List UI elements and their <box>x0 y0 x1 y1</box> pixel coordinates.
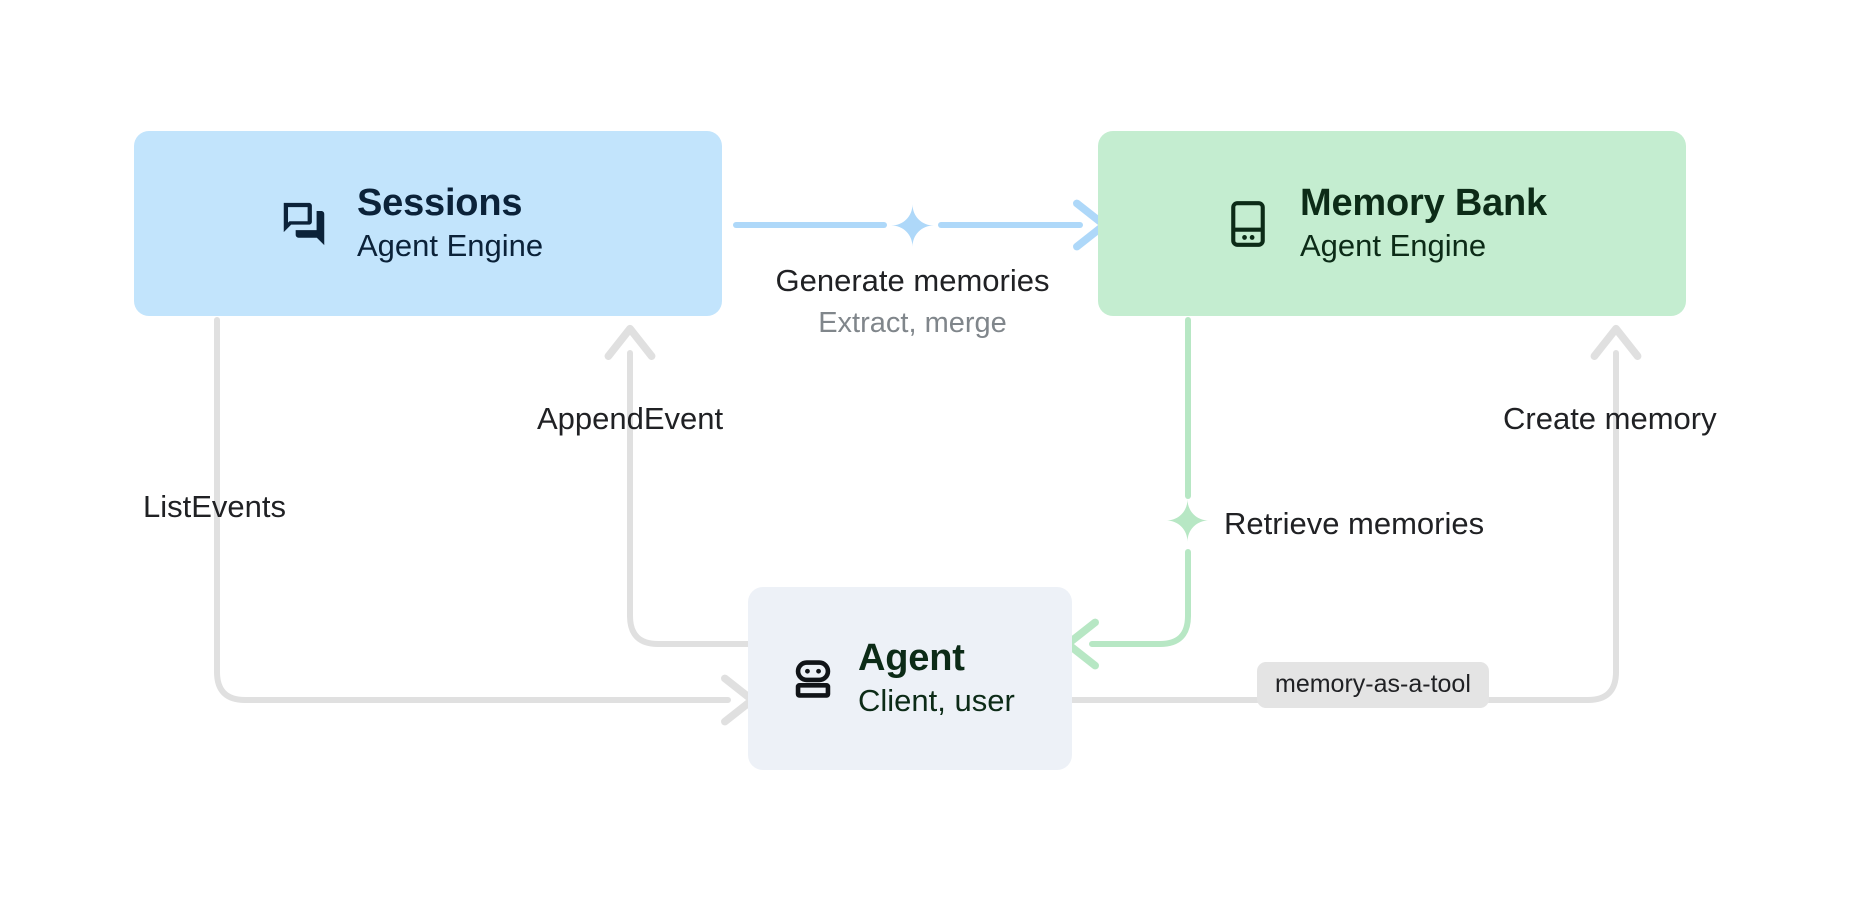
node-agent-title: Agent <box>858 636 965 679</box>
robot-icon <box>790 656 836 702</box>
edge-append-event <box>604 324 751 647</box>
node-memory-bank[interactable]: Memory Bank Agent Engine <box>1098 131 1686 316</box>
node-sessions-subtitle: Agent Engine <box>357 227 544 263</box>
edge-label-generate-memories: Generate memories Extract, merge <box>770 262 1055 341</box>
edge-label-generate-memories-sublabel: Extract, merge <box>818 306 1007 339</box>
edge-label-generate-memories-text: Generate memories <box>775 263 1050 298</box>
edge-list-events <box>214 317 757 726</box>
edge-retrieve-memories <box>1063 317 1191 670</box>
sparkle-icon-retrieve-memories <box>1165 498 1210 543</box>
edge-label-create-memory: Create memory <box>1503 401 1717 436</box>
node-agent[interactable]: Agent Client, user <box>748 587 1072 770</box>
node-agent-subtitle: Client, user <box>858 682 1015 718</box>
database-icon <box>1222 198 1274 250</box>
sparkle-icon-generate-memories <box>890 203 935 248</box>
forum-icon <box>277 197 331 251</box>
node-memory-bank-title: Memory Bank <box>1300 181 1547 224</box>
badge-memory-as-a-tool: memory-as-a-tool <box>1257 662 1489 708</box>
node-sessions[interactable]: Sessions Agent Engine <box>134 131 722 316</box>
edge-create-memory <box>1069 324 1642 703</box>
node-memory-bank-subtitle: Agent Engine <box>1300 227 1487 263</box>
edge-label-retrieve-memories: Retrieve memories <box>1224 506 1485 541</box>
node-sessions-title: Sessions <box>357 181 523 224</box>
edge-label-append-event: AppendEvent <box>537 401 724 436</box>
edge-label-list-events: ListEvents <box>143 489 287 524</box>
